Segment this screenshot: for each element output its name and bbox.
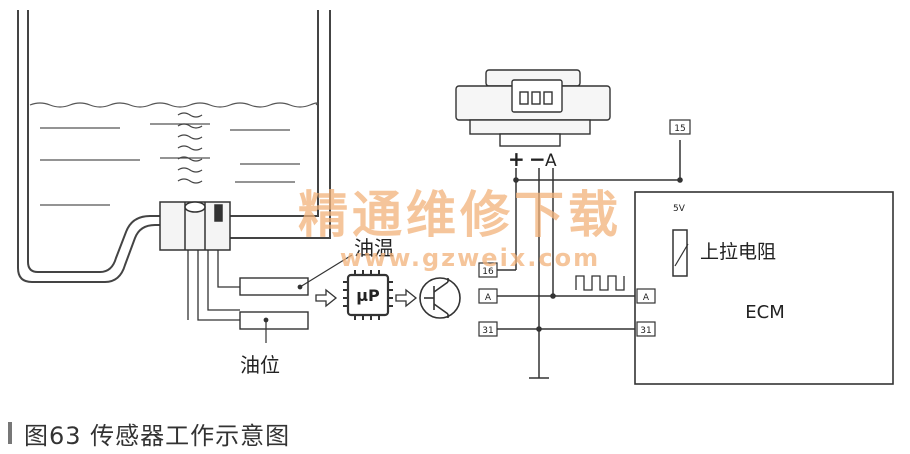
watermark-url: www.gzweix.com — [340, 244, 600, 272]
pin-box-a-left: A — [478, 288, 498, 304]
pin-box-a-right: A — [636, 288, 656, 304]
flow-arrows — [315, 288, 418, 308]
pwm-signal — [575, 275, 625, 291]
oil-tank — [17, 10, 331, 283]
connector — [455, 69, 611, 147]
sensor-wires — [187, 250, 240, 321]
pullup-label: 上拉电阻 — [700, 241, 776, 263]
temp-element — [239, 277, 309, 296]
pin-box-16: 16 — [478, 262, 498, 278]
pin-box-31-left: 31 — [478, 321, 498, 337]
oil-level-label: 油位 — [240, 353, 280, 377]
caption-bar — [8, 422, 12, 444]
svg-text:31: 31 — [482, 326, 493, 336]
svg-text:31: 31 — [640, 326, 651, 336]
svg-text:16: 16 — [482, 267, 494, 277]
svg-text:15: 15 — [674, 124, 685, 134]
caption-text: 图63 传感器工作示意图 — [24, 421, 291, 450]
figure-caption: 图63 传感器工作示意图 — [8, 416, 290, 450]
oil-sensor — [159, 201, 231, 251]
pin-box-top-15: 15 — [669, 119, 691, 135]
microprocessor-chip: μP — [343, 270, 393, 320]
ecm-box — [634, 191, 894, 385]
five-volt-label: 5V — [673, 204, 686, 214]
plus-label: + — [508, 147, 525, 171]
svg-text:A: A — [643, 293, 650, 303]
oil-surface — [29, 102, 318, 206]
resistor-arrow — [674, 243, 689, 267]
sensor-signal — [177, 112, 203, 184]
transistor-icon — [419, 277, 461, 319]
oil-temp-label: 油温 — [354, 236, 394, 260]
svg-text:A: A — [485, 293, 492, 303]
pin-box-31-right: 31 — [636, 321, 656, 337]
leader-lines — [263, 254, 353, 343]
pullup-resistor — [672, 229, 688, 277]
ecm-label: ECM — [745, 302, 784, 323]
level-element — [239, 311, 309, 330]
minus-label: − — [529, 147, 546, 171]
a-top-label: A — [545, 151, 557, 171]
watermark-title: 精通维修下载 — [298, 186, 622, 244]
micro-label: μP — [356, 286, 380, 305]
